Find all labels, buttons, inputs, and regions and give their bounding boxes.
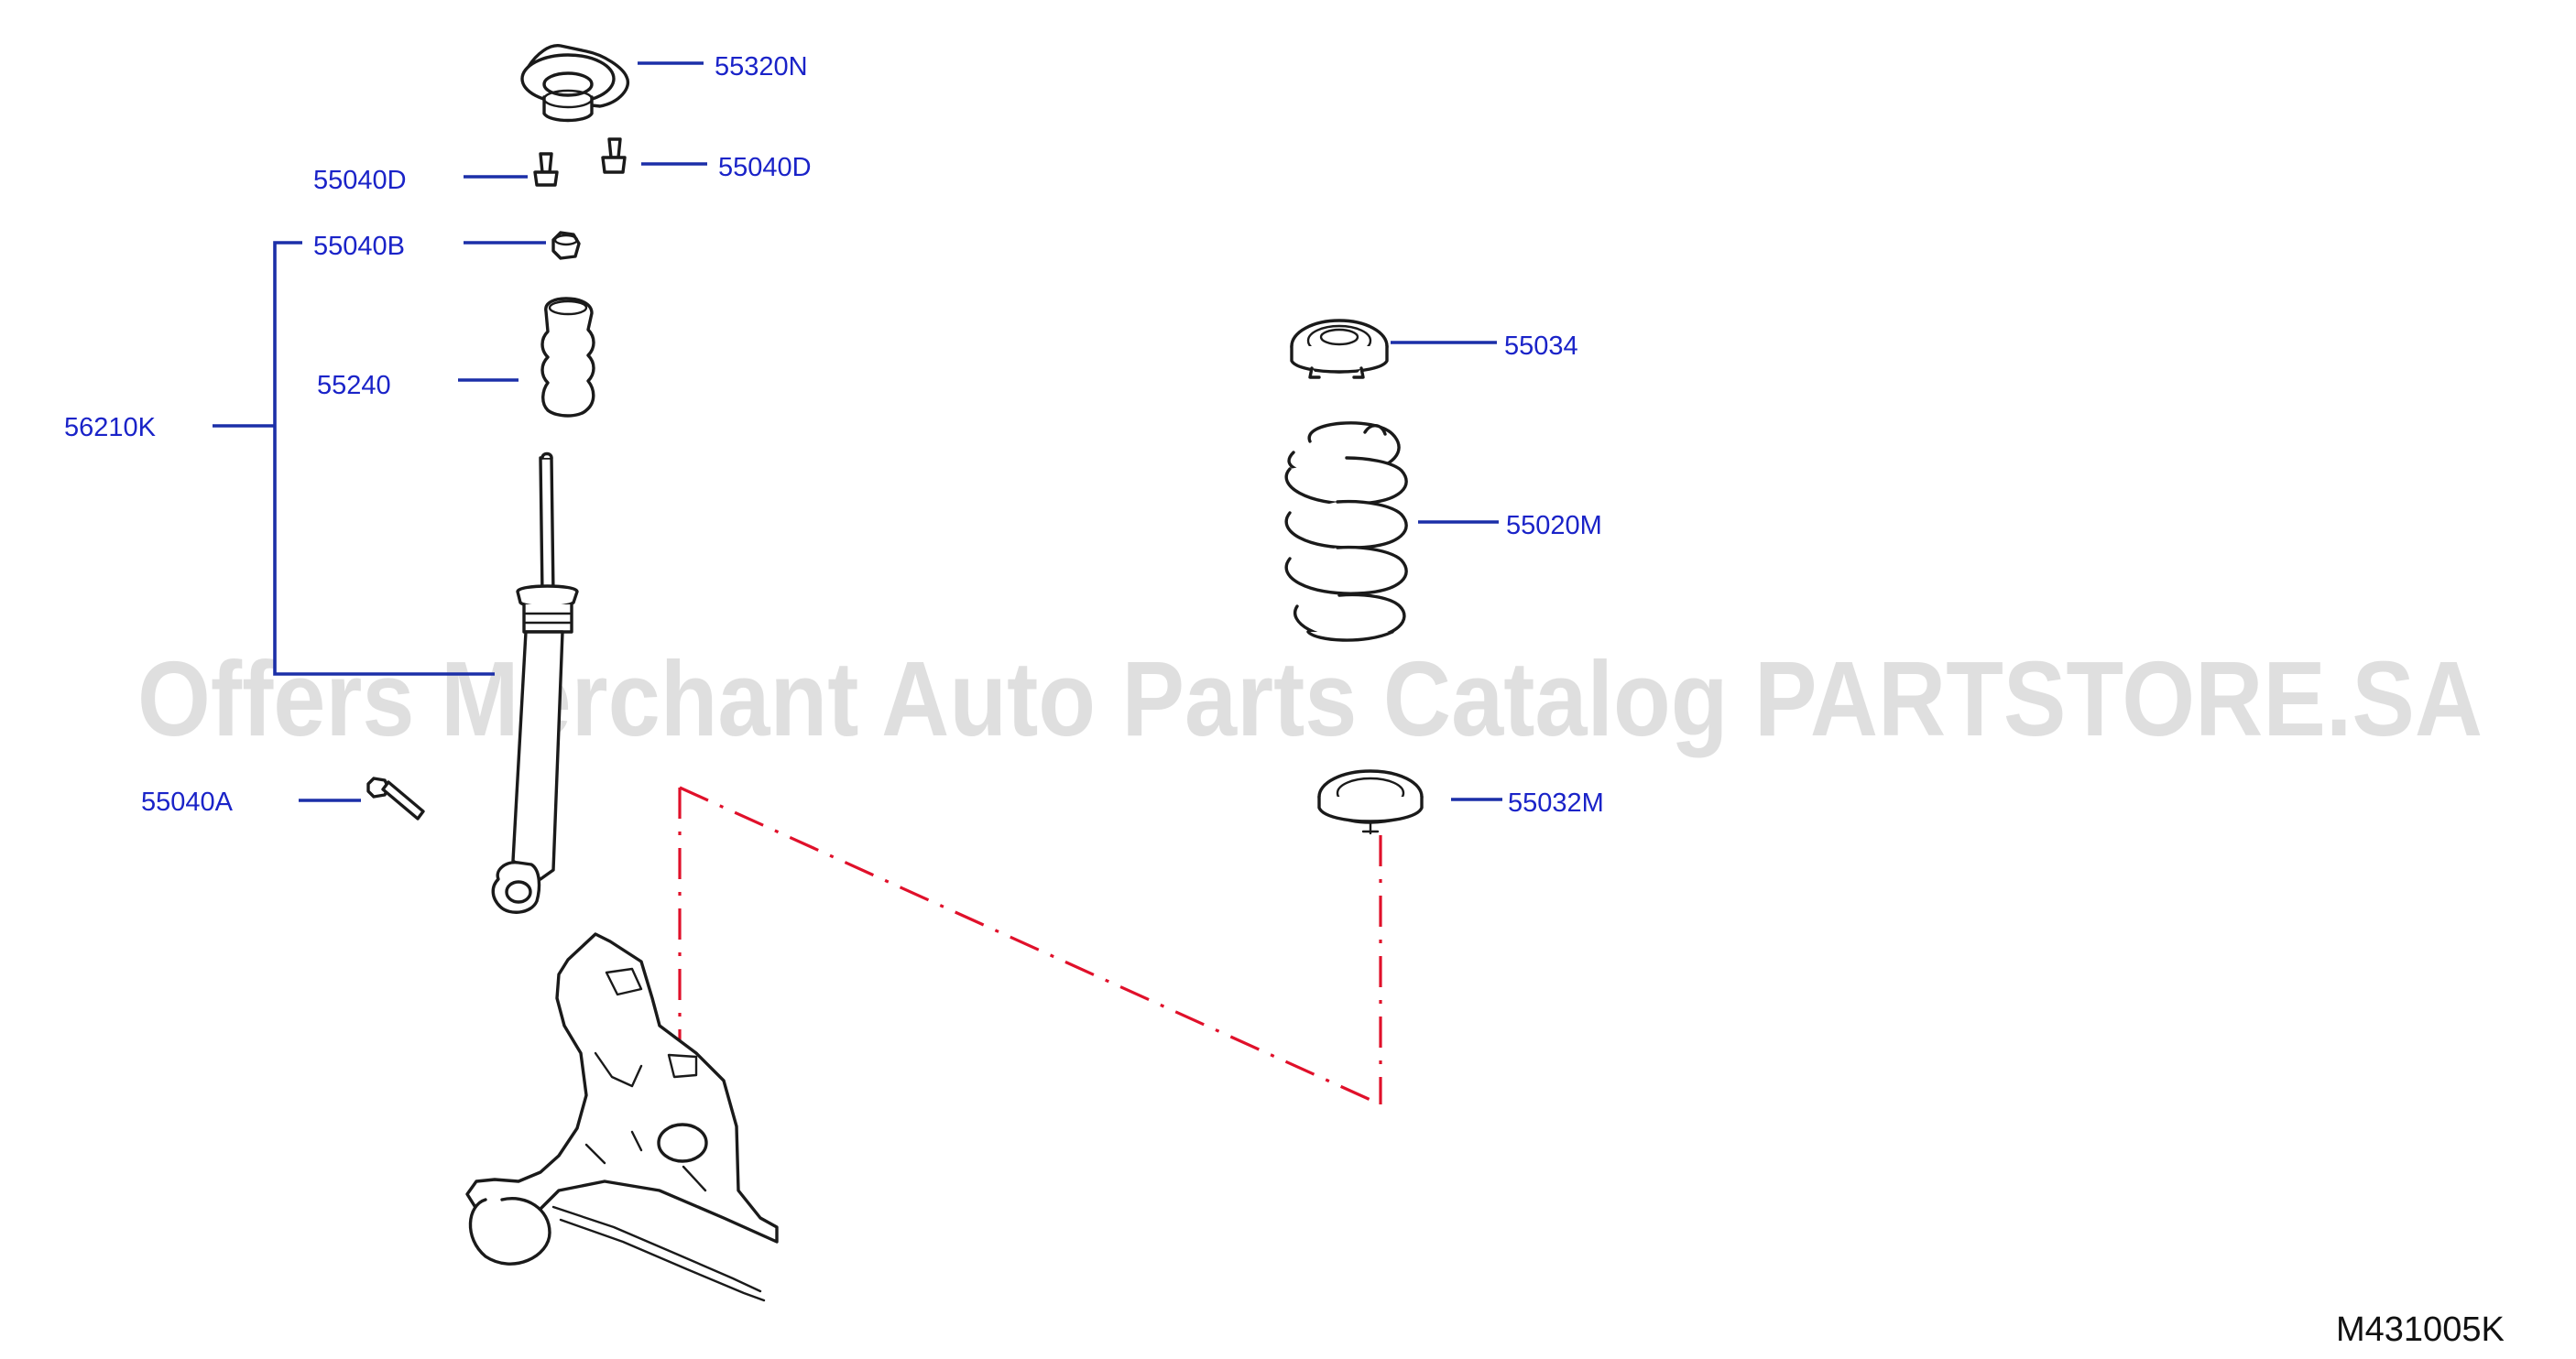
bolt-55040d-left-drawing[interactable] [533, 152, 559, 187]
coil-spring-drawing[interactable] [1284, 421, 1408, 642]
bracket-56210K [213, 241, 495, 676]
alignment-line-diagonal [679, 786, 1381, 1106]
callout-56210K[interactable]: 56210K [64, 413, 157, 442]
callout-55040D-left[interactable]: 55040D [313, 166, 407, 195]
bolt-55040d-right-drawing[interactable] [601, 137, 627, 174]
nut-55040b-drawing[interactable] [551, 231, 581, 260]
callout-labels: 55320N 55040D 55040D 55040B 55240 56210K… [64, 52, 1604, 818]
callout-55020M[interactable]: 55020M [1506, 511, 1602, 540]
lower-spring-seat-drawing[interactable] [1317, 769, 1424, 835]
callout-55320N[interactable]: 55320N [715, 52, 808, 82]
callout-55032M[interactable]: 55032M [1508, 788, 1604, 818]
axle-beam-drawing[interactable] [465, 932, 779, 1302]
callout-55040B[interactable]: 55040B [313, 232, 405, 261]
bump-stopper-drawing[interactable] [540, 297, 595, 418]
alignment-lines [678, 786, 1382, 1106]
bolt-55040a-drawing[interactable] [366, 777, 425, 821]
leader-lines [213, 61, 1502, 802]
upper-mount-drawing[interactable] [520, 44, 630, 123]
watermark-text: Offers Merchant Auto Parts Catalog PARTS… [137, 639, 2483, 758]
callout-55040D-right[interactable]: 55040D [718, 153, 812, 182]
diagram-code: M431005K [2336, 1310, 2505, 1349]
upper-spring-seat-drawing[interactable] [1290, 319, 1389, 379]
callout-55240[interactable]: 55240 [317, 371, 391, 400]
callout-55034[interactable]: 55034 [1504, 332, 1578, 361]
callout-55040A[interactable]: 55040A [141, 788, 234, 817]
shock-absorber-drawing[interactable] [491, 451, 579, 914]
